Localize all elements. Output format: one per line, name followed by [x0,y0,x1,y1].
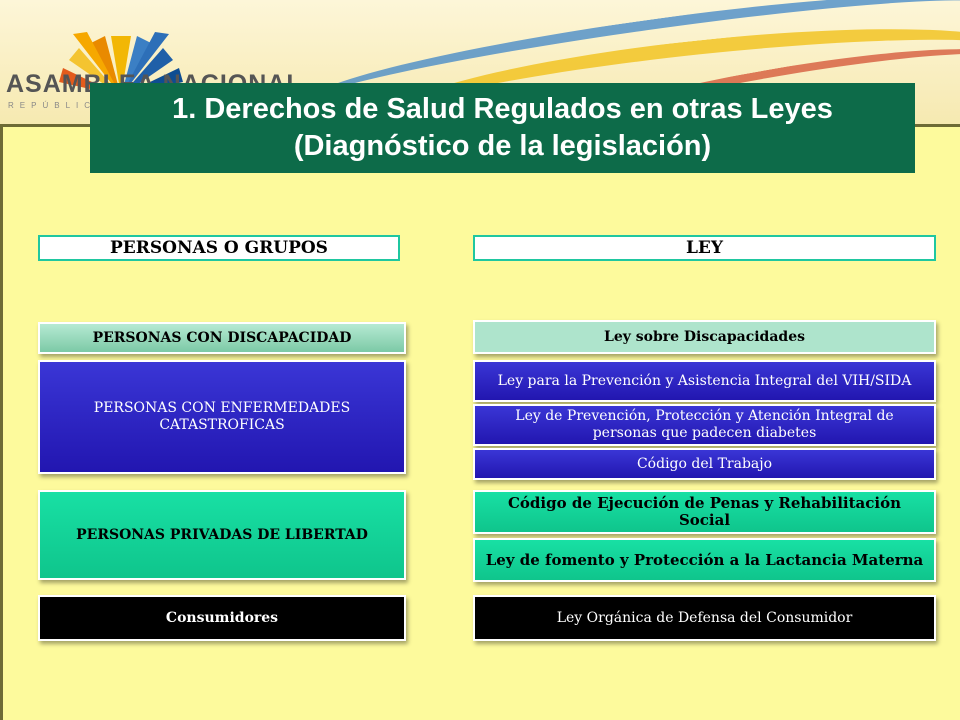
group-consumidores: Consumidores [38,595,406,641]
title-line-2: (Diagnóstico de la legislación) [293,130,712,162]
title-line-1: 1. Derechos de Salud Regulados en otras … [172,93,833,125]
law-defensa-consumidor: Ley Orgánica de Defensa del Consumidor [473,595,936,641]
group-privadas-libertad: PERSONAS PRIVADAS DE LIBERTAD [38,490,406,580]
slide-title: 1. Derechos de Salud Regulados en otras … [90,83,915,173]
law-diabetes: Ley de Prevención, Protección y Atención… [473,404,936,446]
law-ejecucion-penas: Código de Ejecución de Penas y Rehabilit… [473,490,936,534]
law-lactancia-materna: Ley de fomento y Protección a la Lactanc… [473,538,936,582]
column-header-law: LEY [473,235,936,261]
column-header-groups: PERSONAS O GRUPOS [38,235,400,261]
law-discapacidades: Ley sobre Discapacidades [473,320,936,354]
left-border [0,126,3,720]
group-discapacidad: PERSONAS CON DISCAPACIDAD [38,322,406,354]
law-codigo-trabajo: Código del Trabajo [473,448,936,480]
law-vih-sida: Ley para la Prevención y Asistencia Inte… [473,360,936,402]
group-enfermedades-catastroficas: PERSONAS CON ENFERMEDADES CATASTROFICAS [38,360,406,474]
